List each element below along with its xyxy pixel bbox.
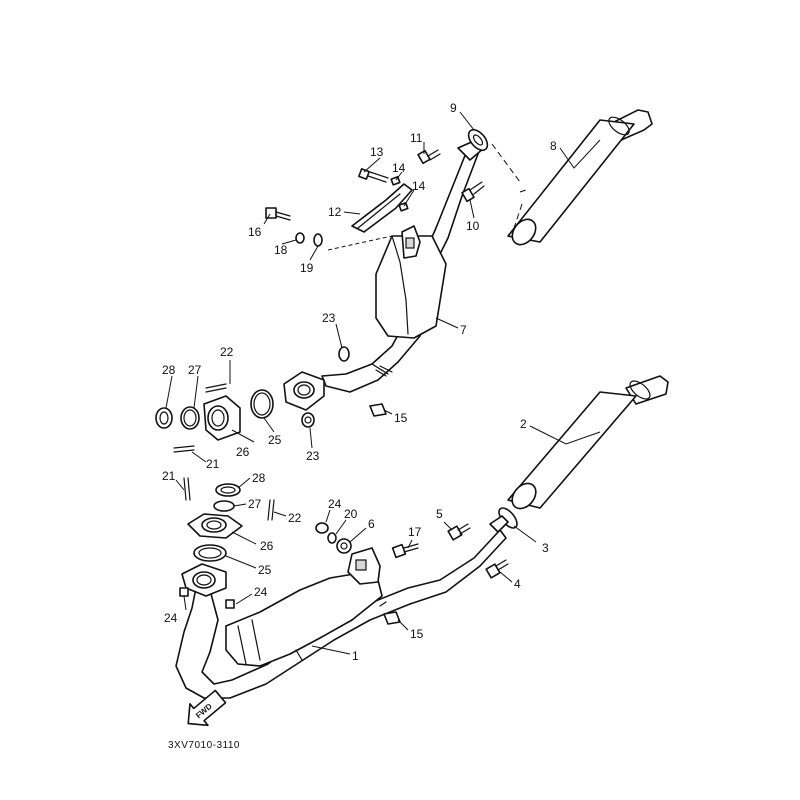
bolt-part-17 [391, 543, 419, 559]
label-part-19: 19 [300, 261, 314, 275]
nut-part-14-b [398, 202, 409, 212]
leader-lines [165, 111, 601, 655]
label-part-20: 20 [344, 507, 358, 521]
spacer-part-23-b [301, 412, 315, 428]
label-part-25-b: 25 [258, 563, 272, 577]
bolt-part-5 [447, 523, 471, 541]
label-part-8: 8 [550, 139, 557, 153]
stud-part-21-b [183, 477, 191, 501]
label-part-18: 18 [274, 243, 288, 257]
label-part-9: 9 [450, 101, 457, 115]
label-part-28-b: 28 [252, 471, 266, 485]
damper-part-15-a [369, 403, 387, 417]
bolt-part-4 [485, 559, 509, 579]
label-part-22-b: 22 [288, 511, 302, 525]
gasket-part-27-b [213, 500, 235, 512]
nut-part-24-c [225, 599, 235, 609]
flange-part-upper [283, 371, 325, 411]
washer-part-19 [313, 233, 323, 247]
bolt-part-11 [417, 149, 441, 165]
label-part-4: 4 [514, 577, 521, 591]
label-part-25-a: 25 [268, 433, 282, 447]
label-part-24-a: 24 [328, 497, 342, 511]
label-part-23-a: 23 [322, 311, 336, 325]
lower-header-pipe-part-1 [175, 515, 509, 699]
label-part-16: 16 [248, 225, 262, 239]
fwd-arrow-icon: FWD [187, 689, 227, 727]
label-part-3: 3 [542, 541, 549, 555]
label-part-7: 7 [460, 323, 467, 337]
label-part-21-b: 21 [162, 469, 176, 483]
stud-part-22-a [205, 383, 227, 393]
label-part-1: 1 [352, 649, 359, 663]
label-part-26-a: 26 [236, 445, 250, 459]
label-part-27-a: 27 [188, 363, 202, 377]
label-part-5: 5 [436, 507, 443, 521]
spacer-part-6 [336, 538, 352, 554]
label-part-15-b: 15 [410, 627, 424, 641]
nut-part-24-b [179, 587, 189, 597]
gasket-part-28-a [155, 407, 173, 429]
washer-part-18 [295, 232, 305, 244]
label-part-21-a: 21 [206, 457, 220, 471]
stud-part-22-b [267, 499, 275, 521]
label-part-26-b: 26 [260, 539, 274, 553]
label-part-24-c: 24 [164, 611, 178, 625]
label-part-11: 11 [410, 131, 423, 145]
lower-muffler-part-2 [507, 375, 669, 510]
label-part-2: 2 [520, 417, 527, 431]
damper-part-15-b [383, 611, 401, 625]
label-part-28-a: 28 [162, 363, 176, 377]
nut-part-24-a [315, 522, 329, 534]
bolt-part-13 [358, 168, 389, 183]
label-part-17: 17 [408, 525, 422, 539]
label-part-13: 13 [370, 145, 384, 159]
label-part-12: 12 [328, 205, 342, 219]
gasket-part-25-b [193, 544, 227, 562]
flange-part-lower [181, 563, 227, 597]
diagram-code: 3XV7010-3110 [168, 740, 240, 751]
label-part-15-a: 15 [394, 411, 408, 425]
label-part-10: 10 [466, 219, 480, 233]
gasket-part-9 [467, 128, 489, 152]
nut-part-14-a [390, 176, 401, 186]
label-part-22-a: 22 [220, 345, 234, 359]
label-part-27-b: 27 [248, 497, 262, 511]
label-part-23-b: 23 [306, 449, 320, 463]
joint-part-26-a [203, 395, 241, 441]
label-part-14-b: 14 [412, 179, 426, 193]
joint-part-26-b [187, 513, 243, 539]
upper-muffler-part-8 [507, 109, 653, 246]
spacer-part-23-a [338, 346, 350, 362]
bolt-part-10 [461, 181, 485, 203]
label-part-24-b: 24 [254, 585, 268, 599]
gasket-part-27-a [180, 406, 200, 430]
label-part-6: 6 [368, 517, 375, 531]
washer-part-20 [327, 532, 337, 544]
gasket-part-28-b [215, 483, 241, 497]
label-part-14-a: 14 [392, 161, 406, 175]
gasket-part-25-a [250, 389, 274, 419]
upper-header-pipe-part-7 [321, 130, 487, 393]
stud-part-21-a [173, 445, 195, 453]
bolt-part-16 [265, 207, 291, 221]
bracket-part-12 [351, 183, 413, 233]
